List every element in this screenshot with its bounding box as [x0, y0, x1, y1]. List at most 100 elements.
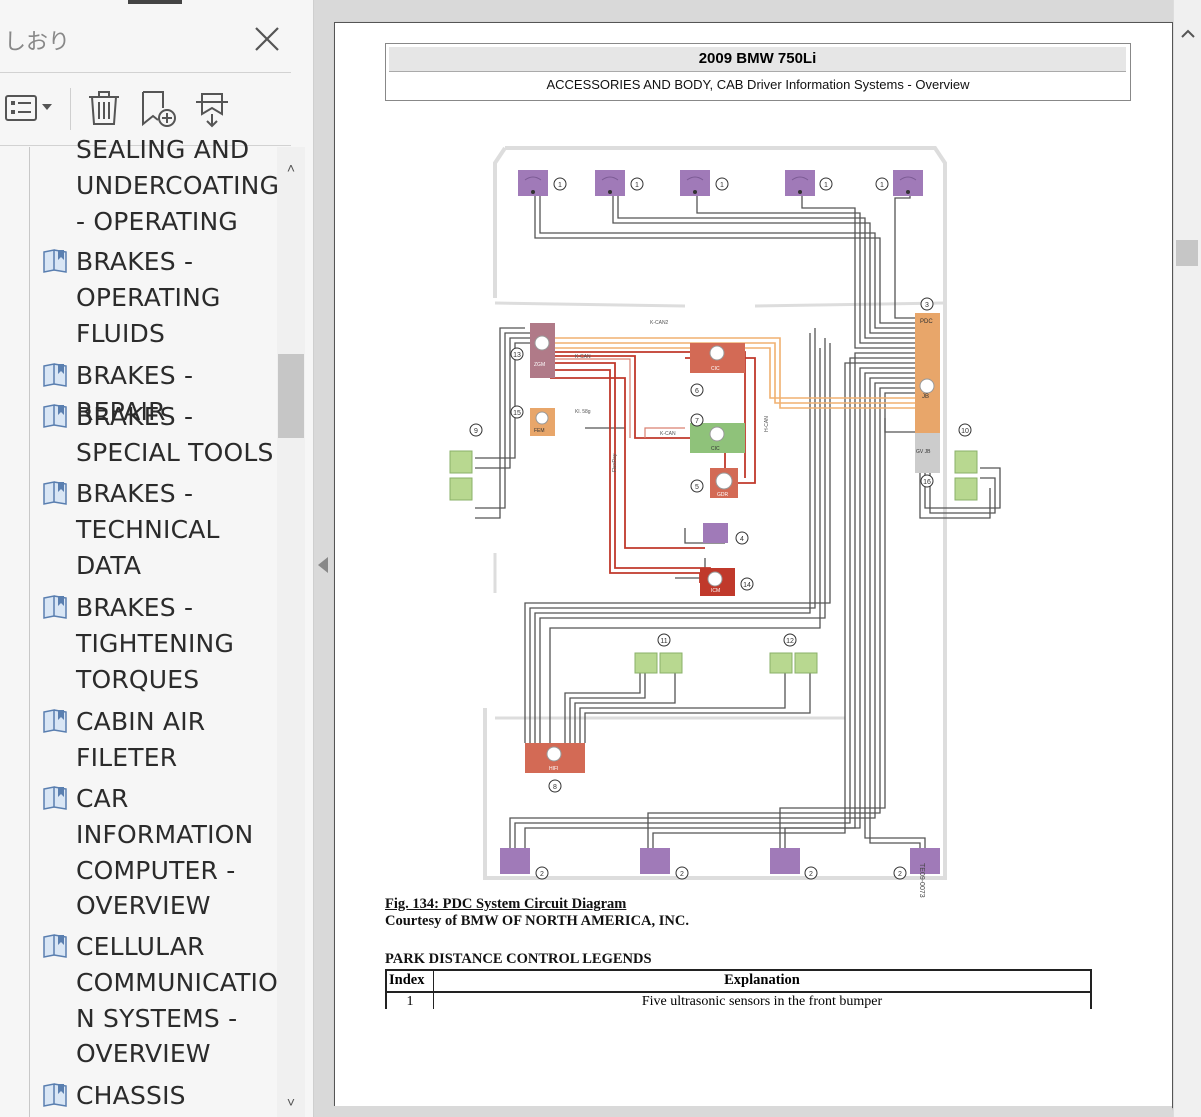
- document-subtitle: ACCESSORIES AND BODY, CAB Driver Informa…: [546, 77, 970, 92]
- bus-label-kl58g: Kl. 58g: [575, 409, 591, 415]
- table-cell: 1: [406, 994, 414, 1009]
- scroll-up-icon[interactable]: ˄: [286, 160, 296, 176]
- svg-text:14: 14: [743, 582, 751, 589]
- callout: 2: [893, 866, 907, 880]
- divider: [0, 145, 291, 146]
- document-scrollbar[interactable]: [1173, 0, 1201, 1117]
- diagram-code: TE09-0073: [918, 863, 925, 898]
- bookmark-scrollbar-thumb[interactable]: [278, 354, 304, 438]
- pdc-module: [915, 313, 940, 433]
- bookmark-label: BRAKES - TIGHTENING TORQUES: [76, 593, 235, 694]
- bookmark-icon: [43, 934, 67, 958]
- find-current-bookmark-icon[interactable]: [192, 88, 232, 128]
- hifi-label: HIFI: [549, 766, 558, 772]
- tree-line: [29, 147, 30, 1117]
- antenna: [703, 523, 728, 543]
- tab-indicator: [128, 0, 182, 4]
- bookmark-scrollbar[interactable]: [277, 147, 305, 1117]
- callout: 10: [958, 423, 972, 437]
- delete-bookmark-icon[interactable]: [84, 88, 124, 128]
- bookmark-icon: [43, 363, 67, 387]
- svg-text:2: 2: [898, 871, 902, 878]
- svg-text:1: 1: [635, 182, 639, 189]
- callout: 11: [657, 633, 671, 647]
- svg-text:2: 2: [540, 871, 544, 878]
- bus-label-kcan: K-CAN: [575, 354, 591, 360]
- svg-text:1: 1: [880, 182, 884, 189]
- callout: 8: [548, 779, 562, 793]
- callout: 2: [535, 866, 549, 880]
- svg-text:16: 16: [923, 479, 931, 486]
- bookmark-icon: [43, 481, 67, 505]
- svg-text:13: 13: [513, 352, 521, 359]
- column-header-explanation: Explanation: [724, 972, 800, 988]
- pdc-circuit-diagram: PDC JB GV JB ZGM FEM CIC CIC GDR ICM HIF…: [449, 146, 1001, 880]
- svg-text:4: 4: [740, 536, 744, 543]
- svg-text:6: 6: [695, 388, 699, 395]
- icm-label: ICM: [711, 588, 720, 594]
- document-scrollbar-thumb[interactable]: [1176, 240, 1198, 266]
- callout: 5: [690, 479, 704, 493]
- svg-text:1: 1: [824, 182, 828, 189]
- legend-table: Index Explanation 1 Five ultrasonic sens…: [385, 969, 1092, 1011]
- gvjb-label: GV JB: [916, 449, 931, 455]
- speakers: [449, 450, 978, 674]
- cic-label: CIC: [711, 366, 720, 372]
- callout: 3: [920, 297, 934, 311]
- bookmark-label: BRAKES - TECHNICAL DATA: [76, 479, 220, 580]
- cic2-label: CIC: [711, 446, 720, 452]
- bookmark-label: CHASSIS: [76, 1081, 186, 1110]
- callout: 7: [690, 413, 704, 427]
- bookmark-label: CABIN AIR FILETER: [76, 707, 206, 772]
- bookmark-icon: [43, 404, 67, 428]
- zgm-label: ZGM: [534, 362, 545, 368]
- document-title: 2009 BMW 750Li: [389, 47, 1126, 72]
- figure-courtesy: Courtesy of BMW OF NORTH AMERICA, INC.: [385, 913, 689, 929]
- page-blank: [335, 1009, 1172, 1109]
- zgm-module: [530, 323, 555, 378]
- divider: [0, 72, 291, 73]
- add-bookmark-icon[interactable]: [138, 88, 178, 128]
- callout: 2: [675, 866, 689, 880]
- rear-sensors: [500, 848, 940, 874]
- callout: 12: [783, 633, 797, 647]
- svg-text:9: 9: [474, 428, 478, 435]
- bookmarks-panel: しおり SEALING AND UNDERCOATING - OPERATING: [0, 0, 314, 1117]
- scroll-up-icon[interactable]: [1178, 24, 1198, 44]
- pdf-page: 2009 BMW 750Li ACCESSORIES AND BODY, CAB…: [334, 22, 1173, 1109]
- svg-text:7: 7: [695, 418, 699, 425]
- callout: 1: [819, 177, 833, 191]
- front-sensors: [518, 170, 923, 196]
- scroll-down-icon[interactable]: ˅: [286, 1094, 296, 1110]
- svg-text:12: 12: [786, 638, 794, 645]
- callout: 15: [510, 405, 524, 419]
- svg-text:1: 1: [720, 182, 724, 189]
- callout: 1: [715, 177, 729, 191]
- svg-text:10: 10: [961, 428, 969, 435]
- table-cell: Five ultrasonic sensors in the front bum…: [641, 994, 883, 1009]
- bookmark-options-icon[interactable]: [4, 88, 56, 128]
- svg-text:2: 2: [809, 871, 813, 878]
- bus-label-flexray: FlexRay: [612, 453, 618, 472]
- page-header: 2009 BMW 750Li ACCESSORIES AND BODY, CAB…: [385, 43, 1131, 101]
- collapse-panel-icon[interactable]: [318, 557, 328, 573]
- svg-text:11: 11: [660, 638, 667, 645]
- callout: 6: [690, 383, 704, 397]
- bookmark-icon: [43, 595, 67, 619]
- toolbar-divider: [70, 88, 71, 130]
- bookmark-label: BRAKES - OPERATING FLUIDS: [76, 247, 221, 348]
- svg-text:5: 5: [695, 484, 699, 491]
- bookmark-label: SEALING AND UNDERCOATING - OPERATING: [76, 135, 280, 236]
- svg-text:2: 2: [680, 871, 684, 878]
- column-header-index: Index: [389, 972, 425, 988]
- panel-title: しおり: [4, 30, 71, 55]
- gdr-label: GDR: [717, 492, 729, 498]
- close-icon[interactable]: [250, 22, 284, 56]
- svg-text:1: 1: [558, 182, 562, 189]
- bookmark-label: CELLULAR COMMUNICATIO N SYSTEMS - OVERVI…: [76, 932, 278, 1069]
- svg-text:15: 15: [513, 410, 521, 417]
- figure-caption: Fig. 134: PDC System Circuit Diagram: [385, 896, 627, 912]
- callout: 1: [630, 177, 644, 191]
- bookmark-label: CAR INFORMATION COMPUTER - OVERVIEW: [76, 784, 254, 921]
- callout: 13: [510, 347, 524, 361]
